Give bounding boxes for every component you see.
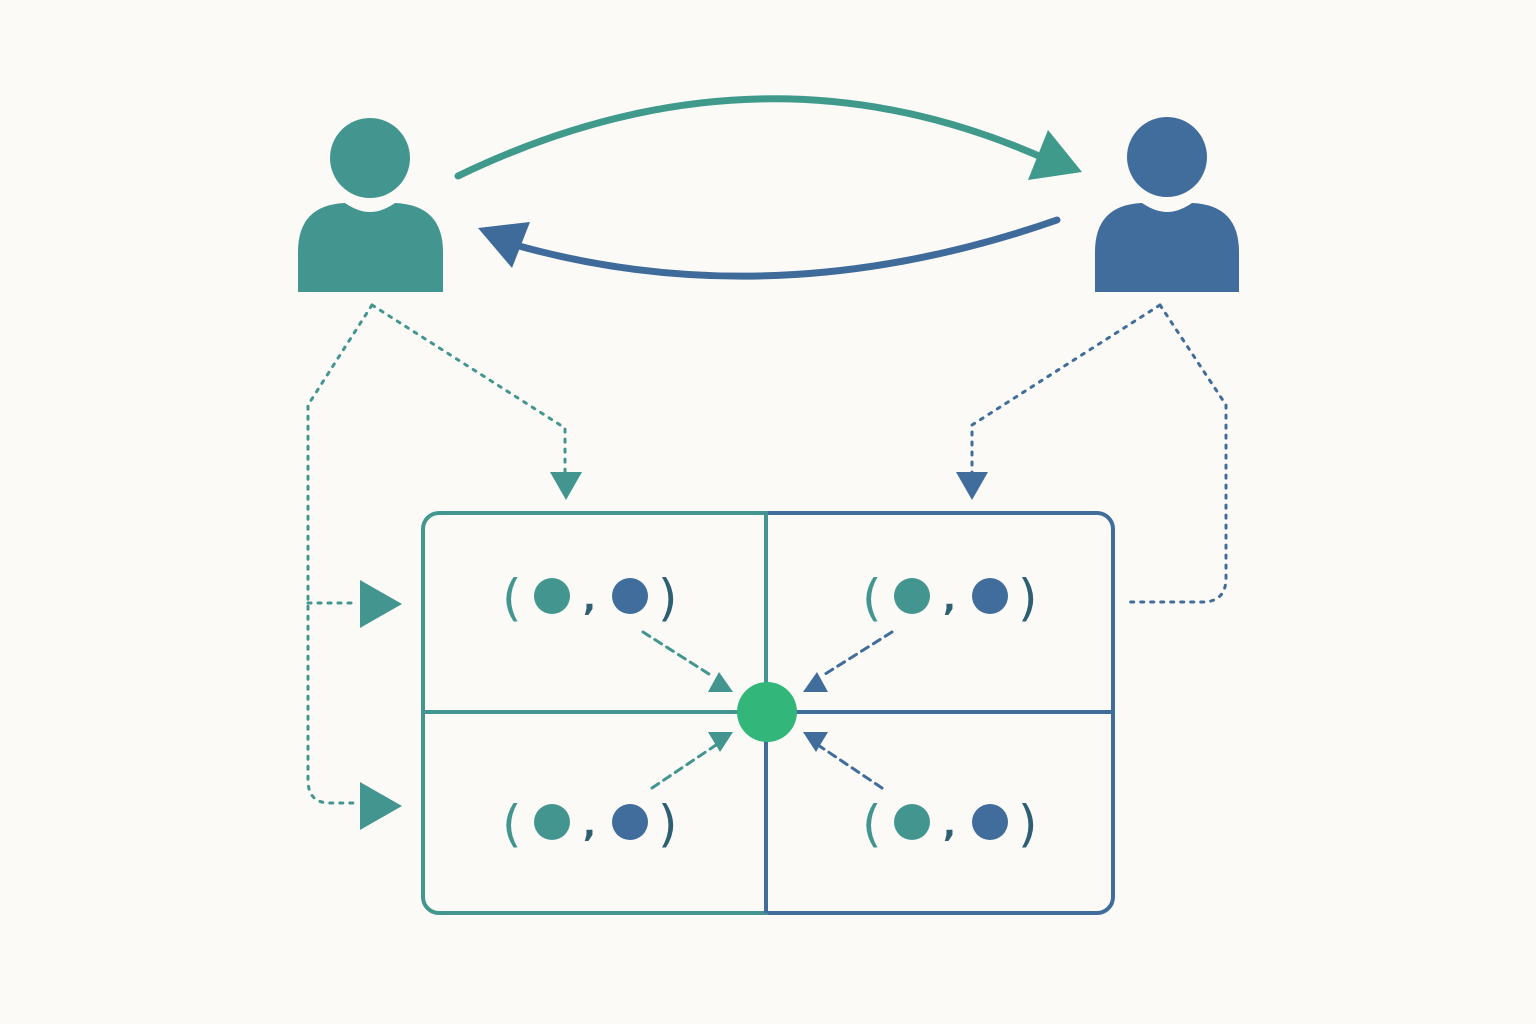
close-paren: ) (1018, 795, 1038, 853)
p2-line-to-top (970, 303, 1162, 477)
player-one (298, 118, 443, 292)
open-paren: ( (862, 569, 882, 627)
convergence-arrows (641, 630, 894, 790)
p1-arrowhead-top (550, 472, 582, 500)
player-one-strategy-lines (306, 303, 567, 805)
arrowhead-from-bottom-right (803, 732, 828, 752)
payoff-separator: , (583, 805, 596, 845)
arrow-head-to-player-one (478, 222, 530, 268)
payoff-cell: (,) (862, 795, 1038, 853)
matrix-cells: (,)(,)(,)(,) (502, 569, 1038, 853)
player-one-payoff-dot (894, 578, 930, 614)
open-paren: ( (502, 569, 522, 627)
arrow-head-to-player-two (1028, 130, 1082, 180)
player-one-payoff-dot (534, 804, 570, 840)
player-two-payoff-dot (972, 804, 1008, 840)
arrow-from-top-left-cell (641, 630, 714, 678)
player-one-payoff-dot (534, 578, 570, 614)
close-paren: ) (1018, 569, 1038, 627)
arrow-from-bottom-left-cell (650, 743, 718, 790)
p2-line-to-right (1123, 303, 1228, 604)
player-one-body (298, 203, 443, 292)
player-two-payoff-dot (612, 578, 648, 614)
payoff-cell: (,) (862, 569, 1038, 627)
arrow-player-two-to-one (501, 216, 1061, 280)
player-two-head (1127, 117, 1207, 197)
p1-arrowhead-row-bottom (360, 782, 402, 830)
player-two (1095, 117, 1239, 292)
arrow-player-one-to-two (454, 95, 1052, 180)
player-one-payoff-dot (894, 804, 930, 840)
payoff-cell: (,) (502, 795, 678, 853)
close-paren: ) (658, 795, 678, 853)
payoff-separator: , (583, 579, 596, 619)
close-paren: ) (658, 569, 678, 627)
p1-arrowhead-row-top (360, 580, 402, 628)
arrowhead-from-top-left (708, 672, 733, 692)
payoff-separator: , (943, 805, 956, 845)
p1-line-to-top (370, 303, 567, 477)
payoff-cell: (,) (502, 569, 678, 627)
arrowhead-from-top-right (803, 672, 828, 692)
player-two-payoff-dot (972, 578, 1008, 614)
player-two-payoff-dot (612, 804, 648, 840)
interaction-arrows (454, 95, 1082, 280)
open-paren: ( (502, 795, 522, 853)
arrow-from-bottom-right-cell (816, 743, 884, 790)
p1-line-to-left (306, 303, 374, 805)
open-paren: ( (862, 795, 882, 853)
equilibrium-node (737, 682, 797, 742)
player-one-head (330, 118, 410, 198)
player-two-strategy-lines (970, 303, 1228, 604)
payoff-matrix: (,)(,)(,)(,) (421, 511, 1115, 915)
payoff-separator: , (943, 579, 956, 619)
arrow-from-top-right-cell (820, 630, 894, 678)
player-two-body (1095, 203, 1239, 292)
p2-arrowhead-top (956, 472, 988, 500)
arrowhead-from-bottom-left (708, 732, 733, 752)
